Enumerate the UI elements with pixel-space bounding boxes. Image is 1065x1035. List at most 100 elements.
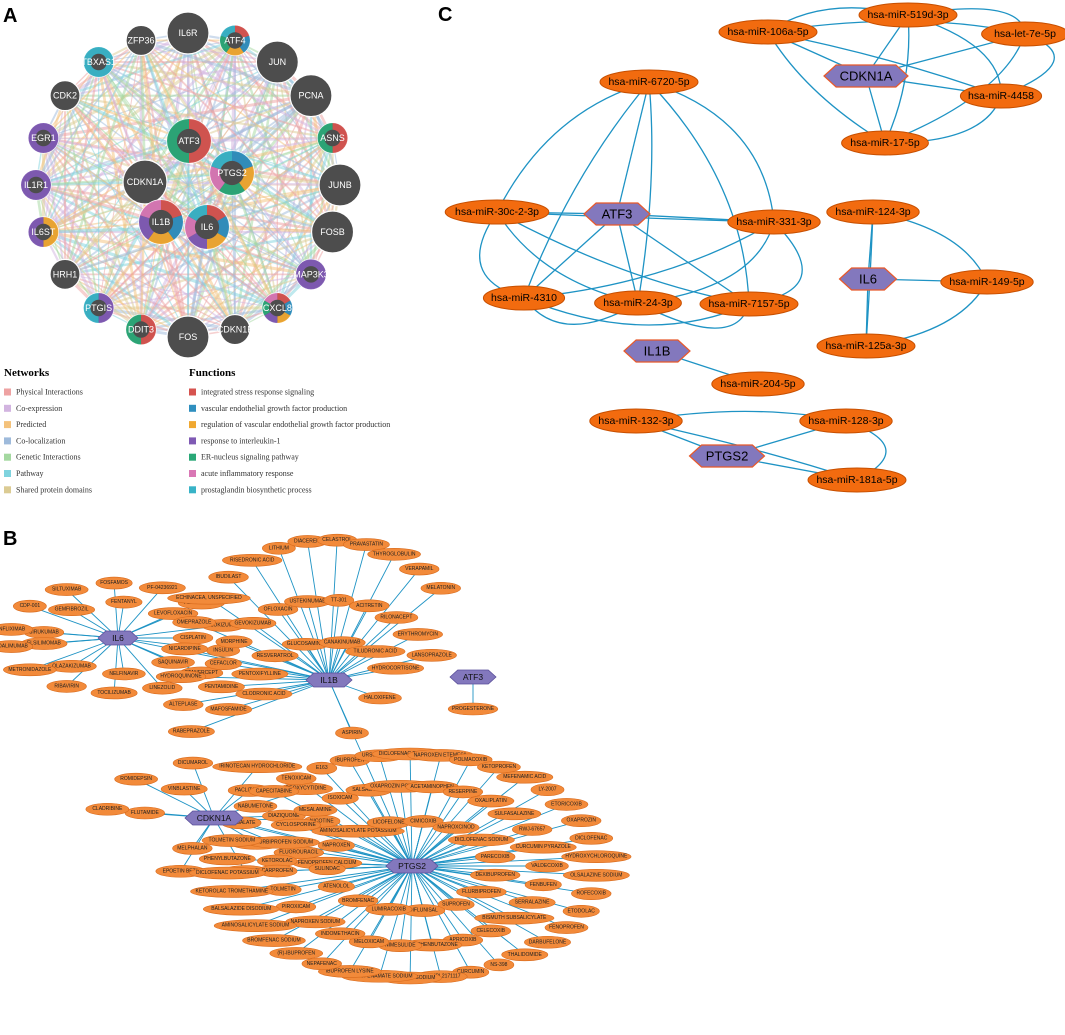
drug-node-balsalazide-disodium[interactable]: BALSALAZIDE DISODIUM bbox=[202, 902, 280, 916]
gene-node-fosb[interactable]: FOSB bbox=[310, 210, 355, 254]
mirna-node-hsa-mir-128-3p[interactable]: hsa-miR-128-3p bbox=[799, 408, 893, 434]
drug-node-lithium[interactable]: LITHIUM bbox=[262, 541, 296, 555]
drug-node-pentoxifylline[interactable]: PENTOXIFYLLINE bbox=[231, 667, 289, 681]
drug-node-atenolol[interactable]: ATENOLOL bbox=[317, 880, 355, 893]
gene-node-cdkn1a[interactable]: CDKN1A bbox=[122, 159, 168, 205]
drug-node-mefenamic-acid[interactable]: MEFENAMIC ACID bbox=[496, 770, 554, 784]
drug-node-pf-04236921[interactable]: PF-04236921 bbox=[138, 581, 186, 595]
drug-node-fosfamos[interactable]: FOSFAMOS bbox=[95, 576, 133, 590]
drug-node-gevokizumab[interactable]: GEVOKIZUMAB bbox=[229, 616, 277, 630]
drug-node-verapamil[interactable]: VERAPAMIL bbox=[399, 562, 440, 576]
mirna-node-hsa-mir-17-5p[interactable]: hsa-miR-17-5p bbox=[841, 130, 929, 156]
drug-node-cdp-001[interactable]: CDP-001 bbox=[13, 599, 47, 613]
drug-node-nepafenac[interactable]: NEPAFENAC bbox=[301, 957, 342, 971]
drug-node-r-ibuprofen[interactable]: (R)-IBUPROFEN bbox=[269, 947, 324, 960]
drug-node-resveratrol[interactable]: RESVERATROL bbox=[251, 649, 299, 663]
drug-node-bromfenac[interactable]: BROMFENAC bbox=[337, 894, 379, 908]
drug-node-fentanyl[interactable]: FENTANYL bbox=[105, 595, 143, 609]
mirna-node-hsa-mir-204-5p[interactable]: hsa-miR-204-5p bbox=[711, 371, 805, 397]
mirna-node-hsa-mir-149-5p[interactable]: hsa-miR-149-5p bbox=[940, 269, 1034, 295]
drug-node-serralazine[interactable]: SERRALAZINE bbox=[508, 896, 556, 909]
drug-node-levofloxacin[interactable]: LEVOFLOXACIN bbox=[147, 607, 199, 620]
drug-node-tt-301[interactable]: TT-301 bbox=[323, 594, 355, 607]
gene-node-junb[interactable]: JUNB bbox=[318, 163, 362, 207]
drug-node-hydroxychloroquine[interactable]: HYDROXYCHLOROQUINE bbox=[561, 850, 632, 863]
drug-node-gemfibrozil[interactable]: GEMFIBROZIL bbox=[48, 603, 96, 617]
drug-node-oxaprozin[interactable]: OXAPROZIN bbox=[561, 814, 602, 828]
drug-node-irinotecan-hydrochloride[interactable]: IRINOTECAN HYDROCHLORIDE bbox=[212, 760, 303, 773]
gene-node-il6r[interactable]: IL6R bbox=[166, 11, 210, 55]
drug-node-hydrocortisone[interactable]: HYDROCORTISONE bbox=[367, 661, 424, 675]
drug-node-suprofen[interactable]: SUPROFEN bbox=[437, 898, 475, 911]
mirna-node-hsa-mir-124-3p[interactable]: hsa-miR-124-3p bbox=[826, 199, 920, 225]
drug-node-isoxicam[interactable]: ISOXICAM bbox=[321, 791, 359, 805]
drug-node-parecoxib[interactable]: PARECOXIB bbox=[475, 850, 516, 864]
drug-node-lumiracoxib[interactable]: LUMIRACOXIB bbox=[365, 902, 413, 916]
drug-node-cyclosporine[interactable]: CYCLOSPORINE bbox=[270, 818, 322, 832]
drug-node-tenoxicam[interactable]: TENOXICAM bbox=[276, 772, 317, 785]
drug-node-sulfasalazine[interactable]: SULFASALAZINE bbox=[487, 807, 542, 821]
drug-hub-cdkn1a[interactable]: CDKN1A bbox=[184, 810, 244, 826]
drug-node-erythromycin[interactable]: ERYTHROMYCIN bbox=[392, 628, 443, 641]
drug-node-ribavirin[interactable]: RIBAVIRIN bbox=[46, 680, 87, 693]
drug-node-capecitabine[interactable]: CAPECITABINE bbox=[248, 785, 300, 798]
mirna-hub-ptgs2[interactable]: PTGS2 bbox=[688, 444, 766, 468]
mirna-node-hsa-mir-7157-5p[interactable]: hsa-miR-7157-5p bbox=[699, 291, 799, 317]
drug-node-tiludronic-acid[interactable]: TILUDRONIC ACID bbox=[345, 645, 406, 658]
gene-node-asns[interactable]: ASNS bbox=[316, 122, 349, 154]
drug-node-flurbiprofen-sodium[interactable]: FLURBIPROFEN SODIUM bbox=[246, 836, 320, 849]
gene-node-cdk2[interactable]: CDK2 bbox=[49, 80, 81, 112]
drug-node-nicardipine[interactable]: NICARDIPINE bbox=[161, 642, 209, 656]
drug-node-diclofenac[interactable]: DICLOFENAC bbox=[569, 832, 614, 845]
drug-node-nimesulide[interactable]: NIMESULIDE bbox=[378, 939, 423, 952]
gene-node-atf3[interactable]: ATF3 bbox=[166, 118, 212, 164]
drug-node-canakinumab[interactable]: CANAKINUMAB bbox=[318, 636, 366, 649]
drug-node-flurbiprofen[interactable]: FLURBIPROFEN bbox=[456, 885, 507, 899]
drug-node-nabumetone[interactable]: NABUMETONE bbox=[233, 800, 278, 813]
gene-node-pcna[interactable]: PCNA bbox=[289, 74, 333, 118]
mirna-node-hsa-mir-181a-5p[interactable]: hsa-miR-181a-5p bbox=[807, 467, 907, 493]
drug-node-fenoprofen[interactable]: FENOPROFEN bbox=[544, 921, 589, 934]
drug-node-meloxicam[interactable]: MELOXICAM bbox=[348, 935, 390, 949]
drug-node-cimicoxib[interactable]: CIMICOXIB bbox=[403, 815, 444, 828]
drug-node-mafosfamide[interactable]: MAFOSFAMIDE bbox=[205, 703, 253, 716]
drug-node-ofloxacin[interactable]: OFLOXACIN bbox=[257, 603, 299, 616]
gene-node-fos[interactable]: FOS bbox=[166, 315, 210, 359]
drug-node-hydroquinone[interactable]: HYDROQUINONE bbox=[155, 670, 207, 684]
drug-node-lansoprazole[interactable]: LANSOPRAZOLE bbox=[406, 648, 457, 662]
drug-node-progesterone[interactable]: PROGESTERONE bbox=[447, 702, 499, 716]
drug-node-cefaclor[interactable]: CEFACLOR bbox=[204, 657, 242, 670]
drug-node-nelfinavir[interactable]: NELFINAVIR bbox=[102, 667, 146, 681]
mirna-node-hsa-mir-132-3p[interactable]: hsa-miR-132-3p bbox=[589, 408, 683, 434]
drug-node-etoricoxib[interactable]: ETORICOXIB bbox=[544, 798, 589, 811]
drug-node-olsalazine-sodium[interactable]: OLSALAZINE SODIUM bbox=[563, 869, 630, 882]
drug-node-rwj-67657[interactable]: RWJ-67657 bbox=[511, 823, 553, 836]
drug-node-dicumarol[interactable]: DICUMAROL bbox=[172, 756, 214, 770]
mirna-node-hsa-mir-125a-3p[interactable]: hsa-miR-125a-3p bbox=[816, 333, 916, 359]
drug-node-sulindac[interactable]: SULINDAC bbox=[308, 862, 346, 876]
mirna-node-hsa-mir-24-3p[interactable]: hsa-miR-24-3p bbox=[594, 290, 682, 316]
drug-node-linezolid[interactable]: LINEZOLID bbox=[142, 681, 183, 695]
mirna-hub-il1b[interactable]: IL1B bbox=[623, 339, 691, 363]
drug-node-infliximab[interactable]: INFLIXIMAB bbox=[0, 623, 34, 636]
gene-node-ddit3[interactable]: DDIT3 bbox=[125, 313, 157, 346]
drug-node-adalimumab[interactable]: ADALIMUMAB bbox=[0, 640, 34, 653]
drug-node-naproxcinod[interactable]: NAPROXCINOD bbox=[432, 821, 480, 834]
mirna-node-hsa-mir-30c-2-3p[interactable]: hsa-miR-30c-2-3p bbox=[444, 199, 550, 225]
drug-node-morphine[interactable]: MORPHINE bbox=[215, 635, 253, 649]
gene-node-ptgis[interactable]: PTGIS bbox=[83, 292, 115, 324]
drug-node-rofecoxib[interactable]: ROFECOXIB bbox=[571, 887, 612, 900]
gene-node-zfp36[interactable]: ZFP36 bbox=[125, 24, 157, 57]
drug-node-bismuth-subsalicylate[interactable]: BISMUTH SUBSALICYLATE bbox=[474, 911, 555, 925]
drug-node-phenylbutazone[interactable]: PHENYLBUTAZONE bbox=[198, 852, 256, 866]
drug-node-cladribine[interactable]: CLADRIBINE bbox=[85, 802, 130, 816]
drug-node-acitretin[interactable]: ACITRETIN bbox=[349, 599, 390, 613]
gene-node-il6[interactable]: IL6 bbox=[184, 204, 230, 250]
drug-node-alteplase[interactable]: ALTEPLASE bbox=[163, 698, 204, 711]
drug-node-melatonin[interactable]: MELATONIN bbox=[420, 581, 461, 595]
drug-node-thyroglobulin[interactable]: THYROGLOBULIN bbox=[367, 547, 421, 561]
drug-node-vinblastine[interactable]: VINBLASTINE bbox=[160, 782, 208, 796]
gene-node-il1b[interactable]: IL1B bbox=[138, 199, 184, 245]
drug-node-rabeprazole[interactable]: RABEPRAZOLE bbox=[167, 725, 215, 738]
drug-node-dexibuprofen[interactable]: DEXIBUPROFEN bbox=[470, 868, 521, 882]
